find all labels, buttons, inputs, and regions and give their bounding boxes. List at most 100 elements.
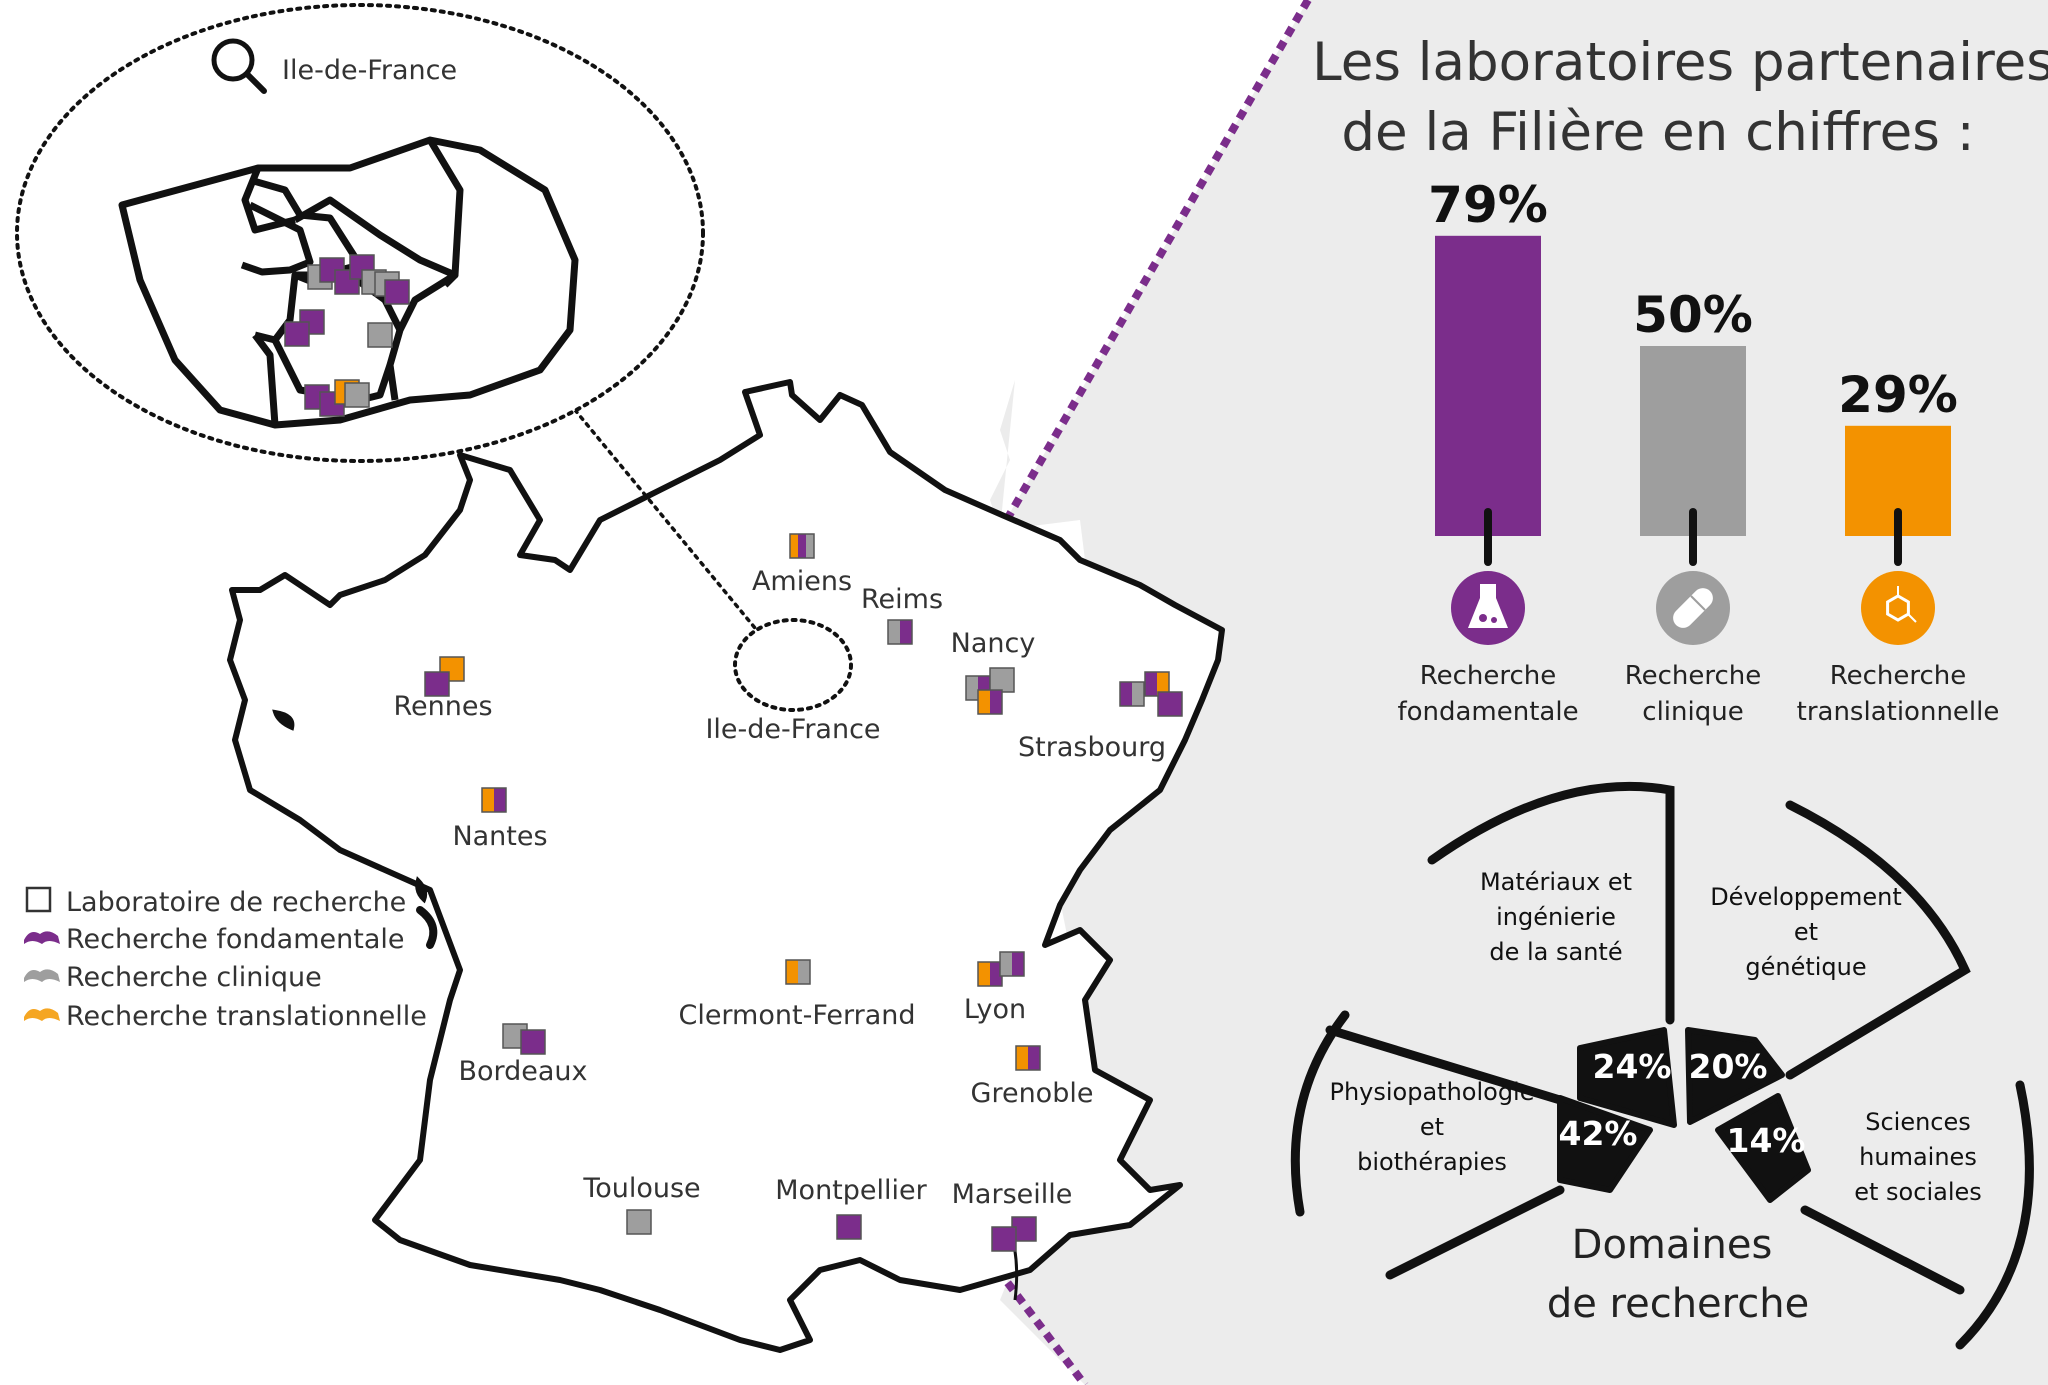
- lab-marker-segment: [978, 690, 990, 714]
- panel-divider-lower: [994, 1267, 1089, 1385]
- lab-marker: [1144, 671, 1170, 697]
- legend-grey-hand-icon: [24, 969, 60, 982]
- lab-marker-segment: [1157, 672, 1169, 696]
- domain-label: et: [1420, 1113, 1444, 1141]
- title-line-2: de la Filière en chiffres :: [1341, 102, 1974, 163]
- legend-label-clinique: Recherche clinique: [66, 962, 322, 993]
- lab-marker-segment: [521, 1030, 545, 1054]
- molecule-icon: [1861, 571, 1935, 645]
- lab-marker-segment: [1145, 672, 1157, 696]
- domain-arc: [1385, 1185, 1565, 1280]
- lab-marker-segment: [978, 962, 990, 986]
- domain-label: humaines: [1859, 1143, 1977, 1171]
- city-label-12: Montpellier: [775, 1175, 927, 1206]
- bar-category-label: Recherche: [1830, 661, 1967, 691]
- domain-badge: [1557, 1095, 1653, 1193]
- stats-panel-fill: [1000, 0, 2048, 1385]
- lab-marker-segment: [798, 534, 806, 558]
- domain-label: Développement: [1710, 883, 1902, 911]
- domain-label: génétique: [1745, 953, 1866, 981]
- domain-percent: 24%: [1593, 1047, 1672, 1086]
- lab-marker-segment: [990, 668, 1002, 692]
- city-label-2: Nancy: [951, 628, 1036, 659]
- city-label-0: Amiens: [752, 566, 852, 597]
- city-label-7: Clermont-Ferrand: [678, 1000, 915, 1031]
- lab-marker: [1015, 1045, 1041, 1071]
- domains-title-line-2: de recherche: [1547, 1281, 1809, 1327]
- lab-marker: [991, 1226, 1017, 1252]
- pill-icon: [1656, 571, 1730, 645]
- city-label-11: Toulouse: [582, 1173, 700, 1204]
- bar-clinique: [1640, 346, 1746, 536]
- lab-marker: [520, 1029, 546, 1055]
- lab-marker-segment: [1120, 682, 1132, 706]
- domain-label: ingénierie: [1496, 903, 1616, 931]
- title-line-1: Les laboratoires partenaires: [1312, 32, 2048, 93]
- lab-marker: [626, 1209, 652, 1235]
- lab-marker-segment: [992, 1227, 1016, 1251]
- legend-square-icon: [25, 886, 52, 913]
- lab-marker-segment: [627, 1210, 651, 1234]
- domain-arc: [1800, 1080, 2034, 1350]
- lab-marker-segment: [790, 534, 798, 558]
- city-label-5: Ile-de-France: [705, 714, 880, 745]
- bar-category-label: Recherche: [1420, 661, 1557, 691]
- lab-marker-segment: [888, 620, 900, 644]
- city-label-3: Strasbourg: [1018, 732, 1166, 763]
- idf-lab-marker: [384, 279, 410, 305]
- domain-percent: 14%: [1727, 1121, 1806, 1160]
- belle-ile: [272, 709, 295, 731]
- lab-marker-segment: [990, 690, 1002, 714]
- inset-label: Ile-de-France: [282, 55, 457, 86]
- legend-label-fondamentale: Recherche fondamentale: [66, 924, 404, 955]
- idf-lab-markers: [284, 254, 410, 417]
- lab-marker: [989, 667, 1015, 693]
- lab-marker-segment: [837, 1215, 861, 1239]
- lab-marker-segment: [798, 960, 810, 984]
- lab-marker-segment: [1028, 1046, 1040, 1070]
- city-label-4: Rennes: [393, 691, 492, 722]
- lab-marker-segment: [482, 788, 494, 812]
- lab-marker: [836, 1214, 862, 1240]
- lab-marker-segment: [1158, 692, 1182, 716]
- legend-label-translationnelle: Recherche translationnelle: [66, 1001, 427, 1032]
- lab-marker: [977, 689, 1003, 715]
- lab-marker: [785, 959, 811, 985]
- lab-marker-segment: [1012, 952, 1024, 976]
- idf-map-circle: [733, 618, 853, 712]
- lab-marker-segment: [1016, 1046, 1028, 1070]
- domain-label: Physiopathologie: [1329, 1078, 1534, 1106]
- bar-value-label: 29%: [1838, 366, 1958, 424]
- domain-label: Matériaux et: [1480, 868, 1632, 896]
- idf-inset-ellipse: [15, 3, 705, 463]
- bar-chart: 79%Recherchefondamentale50%Rechercheclin…: [1397, 176, 1999, 727]
- city-label-1: Reims: [861, 584, 943, 615]
- domain-badge: [1685, 1027, 1785, 1125]
- idf-connector-line: [573, 408, 757, 630]
- city-label-10: Bordeaux: [458, 1056, 587, 1087]
- lab-marker-segment: [503, 1024, 515, 1048]
- bar-category-label: Recherche: [1625, 661, 1762, 691]
- lab-marker: [977, 961, 1003, 987]
- lab-marker: [1157, 691, 1183, 717]
- panel-divider: [991, 0, 1312, 543]
- bar-category-label: clinique: [1642, 697, 1743, 727]
- legend-orange-hand-icon: [24, 1008, 60, 1021]
- lab-marker-segment: [786, 960, 798, 984]
- lab-marker: [887, 619, 913, 645]
- legend-purple-hand-icon: [24, 931, 60, 944]
- domain-label: de la santé: [1489, 938, 1622, 966]
- domain-badge: [1577, 1027, 1677, 1128]
- domain-badge: [1715, 1093, 1811, 1203]
- domain-percent: 20%: [1689, 1047, 1768, 1086]
- lab-marker: [999, 951, 1025, 977]
- idf-lab-marker: [284, 321, 310, 347]
- research-domains-diagram: 24% Matériaux et ingénierie de la santé 20% D…: [1290, 781, 2034, 1350]
- city-label-8: Lyon: [964, 994, 1026, 1025]
- legend-label-laboratoire: Laboratoire de recherche: [66, 887, 406, 918]
- domain-percent: 42%: [1559, 1114, 1638, 1153]
- bar-fondamentale: [1435, 235, 1541, 537]
- lab-marker: [789, 533, 815, 559]
